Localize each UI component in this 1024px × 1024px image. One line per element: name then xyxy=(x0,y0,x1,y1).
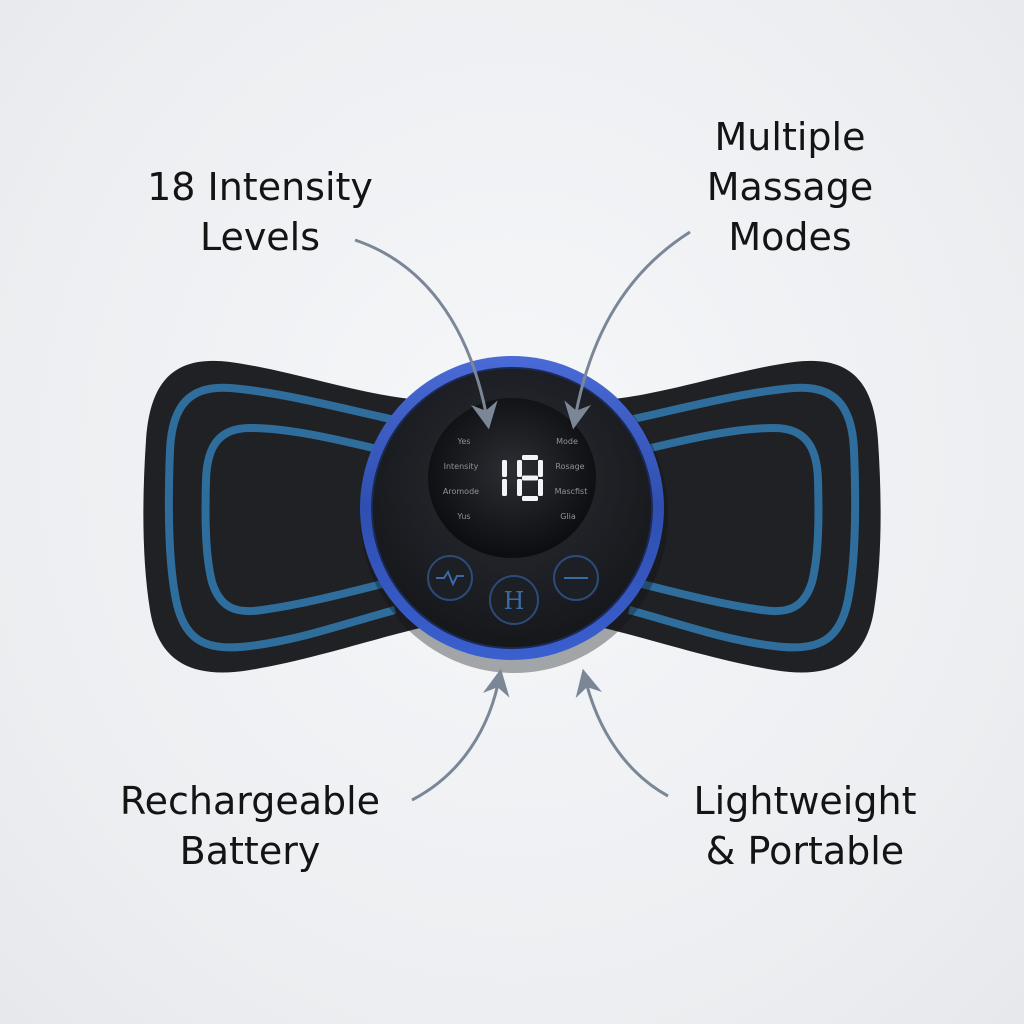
callout-battery-line-1: Rechargeable xyxy=(119,779,381,823)
arrow-modes xyxy=(564,230,691,430)
digit-1-segment-g xyxy=(522,475,538,481)
lcd-screen xyxy=(428,398,596,558)
lcd-label-left-2: Intensity xyxy=(444,462,479,471)
callout-portable-line-2: & Portable xyxy=(705,829,905,873)
lcd-label-right-2: Rosage xyxy=(555,462,584,471)
callout-modes-line-2: Massage xyxy=(706,165,874,209)
callout-modes: Multiple Massage Modes xyxy=(660,112,920,262)
callout-battery: Rechargeable Battery xyxy=(95,776,405,876)
digit-0-segment-b xyxy=(502,460,507,477)
digit-1-segment-d xyxy=(522,496,538,501)
callout-portable-line-1: Lightweight xyxy=(693,779,917,823)
callout-portable: Lightweight & Portable xyxy=(670,776,940,876)
arrow-portable xyxy=(575,668,669,798)
lcd-label-right-4: Glia xyxy=(560,512,576,521)
h-icon: H xyxy=(504,587,525,615)
digit-1-segment-f xyxy=(517,460,522,477)
callout-modes-line-3: Modes xyxy=(728,215,852,259)
digit-1-segment-e xyxy=(517,479,522,496)
callout-intensity-line-2: Levels xyxy=(199,215,321,259)
callout-modes-line-1: Multiple xyxy=(714,115,866,159)
lcd-label-right-1: Mode xyxy=(556,437,578,446)
arrow-battery xyxy=(411,668,510,802)
hub-ring-inner-edge xyxy=(371,367,653,649)
right-pad-line-inner xyxy=(633,423,823,616)
h-button[interactable]: H xyxy=(489,575,539,625)
wave-button[interactable] xyxy=(427,555,473,601)
digit-1-segment-a xyxy=(522,455,538,460)
wave-icon xyxy=(436,569,464,587)
minus-button[interactable] xyxy=(553,555,599,601)
lcd-label-right-3: Mascfist xyxy=(555,487,588,496)
digit-1-segment-b xyxy=(538,460,543,477)
lcd-label-left-1: Yes xyxy=(457,437,471,446)
lcd-label-left-3: Aromode xyxy=(443,487,479,496)
callout-battery-line-2: Battery xyxy=(179,829,321,873)
right-pad-line-outer xyxy=(627,383,860,652)
digit-1-segment-c xyxy=(538,479,543,496)
callout-intensity-line-1: 18 Intensity xyxy=(147,165,373,209)
digit-0-segment-c xyxy=(502,479,507,496)
callout-intensity: 18 Intensity Levels xyxy=(120,162,400,262)
intensity-readout xyxy=(502,455,543,501)
left-pad-line-outer xyxy=(164,383,397,652)
arrow-intensity xyxy=(354,238,498,430)
left-pad-line-inner xyxy=(201,423,391,616)
lcd-label-left-4: Yus xyxy=(456,512,470,521)
